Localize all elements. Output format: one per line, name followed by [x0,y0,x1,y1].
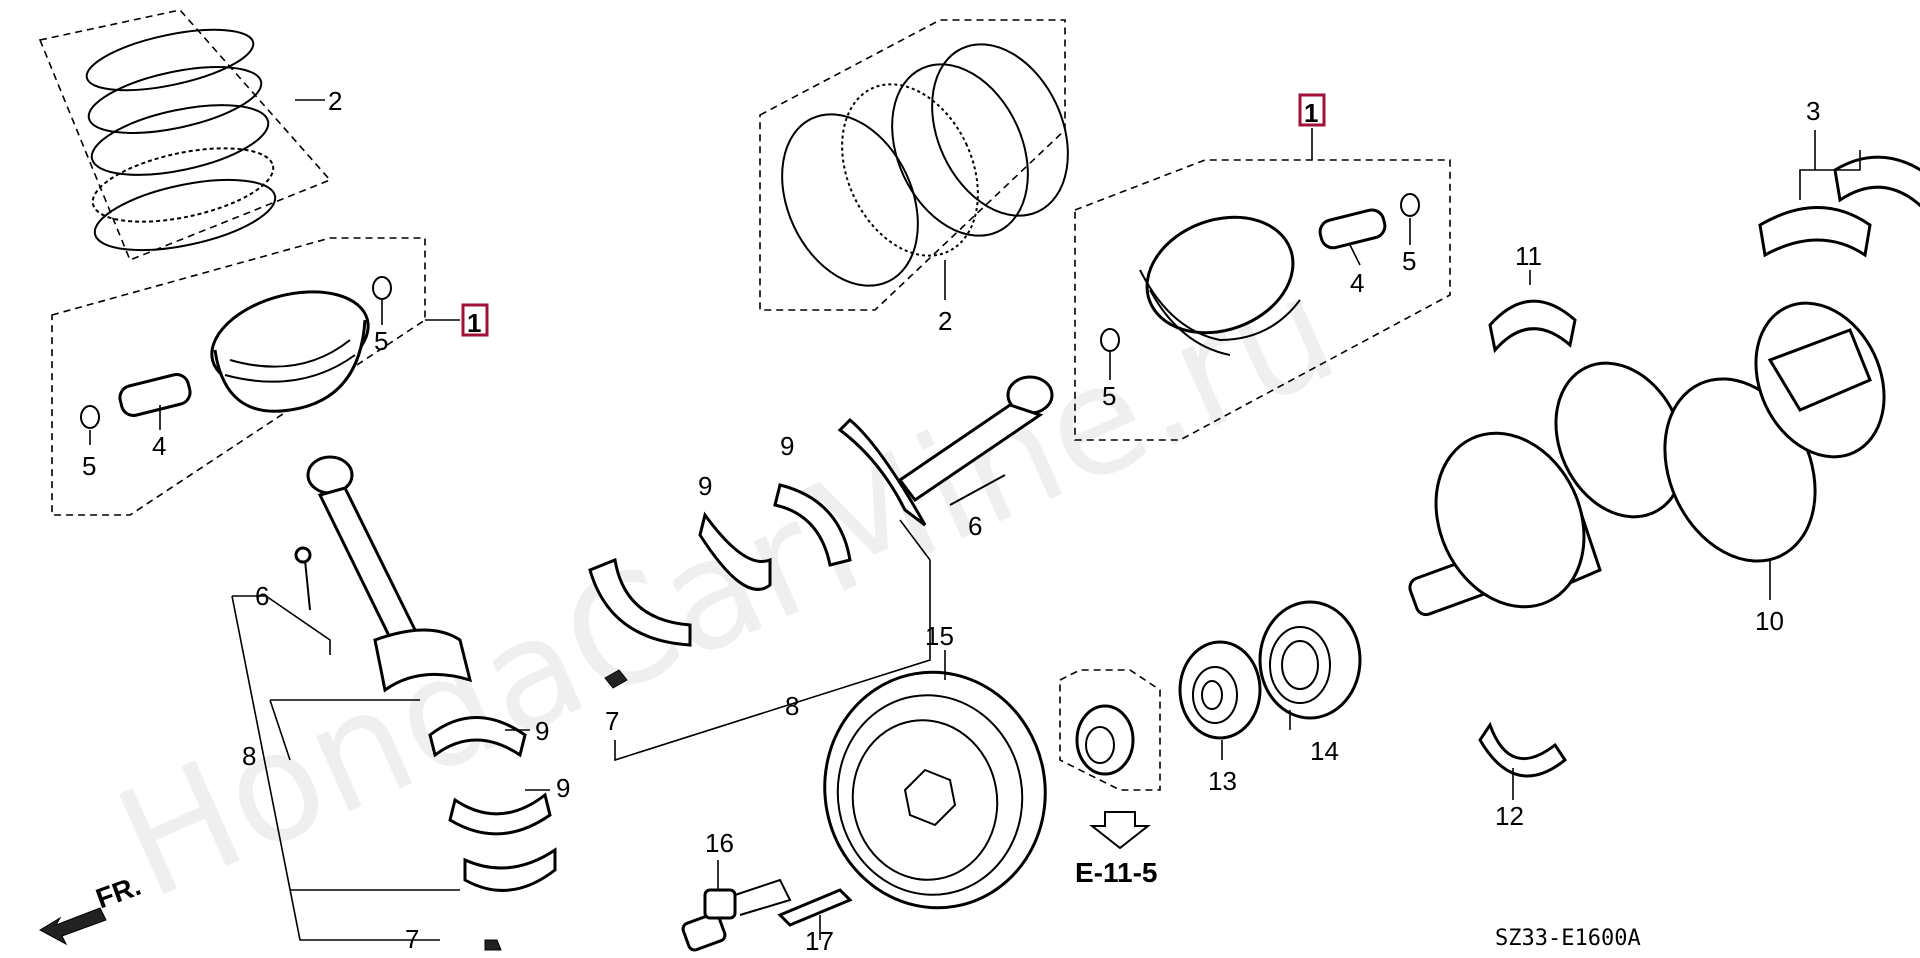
diagram-code: SZ33-E1600A [1495,926,1641,951]
callout-7-left[interactable]: 7 [405,924,419,954]
callout-8-center[interactable]: 8 [785,691,799,721]
callout-2-center[interactable]: 2 [938,306,952,336]
callout-15[interactable]: 15 [925,621,954,651]
callout-16[interactable]: 16 [705,828,734,858]
connecting-rod-left[interactable] [294,455,473,693]
main-bearing-shells[interactable] [1758,155,1920,258]
callout-3[interactable]: 3 [1806,96,1820,126]
callout-9-left-a[interactable]: 9 [535,716,549,746]
callout-9-center-b[interactable]: 9 [698,471,712,501]
pulley-bolt[interactable] [681,878,792,952]
callout-7-center[interactable]: 7 [605,706,619,736]
woodruff-key[interactable] [777,888,853,927]
callout-12[interactable]: 12 [1495,801,1524,831]
callout-5-left-upper[interactable]: 5 [374,326,388,356]
callout-17[interactable]: 17 [805,926,834,956]
callout-14[interactable]: 14 [1310,736,1339,766]
callout-8-left[interactable]: 8 [242,741,256,771]
bearing-shells-left[interactable] [428,716,557,951]
crankshaft[interactable] [1407,282,1908,631]
callout-4-left[interactable]: 4 [152,431,166,461]
reference-arrow-icon [1089,811,1151,850]
bearing-shells-center[interactable] [588,483,852,689]
callout-10[interactable]: 10 [1755,606,1784,636]
callout-6-left[interactable]: 6 [255,581,269,611]
connecting-rod-center[interactable] [837,375,1054,527]
piston-assembly-left[interactable] [51,237,426,516]
callout-9-center-a[interactable]: 9 [780,431,794,461]
piston-assembly-right[interactable] [1074,159,1451,441]
callout-1-right[interactable]: 1 [1304,98,1318,128]
thrust-bearing-lower[interactable] [1478,721,1568,778]
timing-belt-pulley[interactable] [1258,600,1362,720]
callout-4-right[interactable]: 4 [1350,268,1364,298]
callout-1-left[interactable]: 1 [467,308,481,338]
crankshaft-pulley[interactable] [806,655,1064,926]
piston-ring-set-left[interactable] [38,9,332,263]
front-label: FR. [92,870,145,915]
callout-5-right-lower[interactable]: 5 [1102,381,1116,411]
callout-6-center[interactable]: 6 [968,511,982,541]
callout-2-left[interactable]: 2 [328,86,342,116]
callout-11[interactable]: 11 [1515,241,1542,271]
callout-5-right-upper[interactable]: 5 [1402,246,1416,276]
piston-ring-set-center[interactable] [756,19,1094,311]
reference-part-box[interactable] [1059,669,1161,791]
thrust-bearing-upper[interactable] [1488,299,1577,354]
callout-5-left-lower[interactable]: 5 [82,451,96,481]
callout-13[interactable]: 13 [1208,766,1237,796]
callout-9-left-b[interactable]: 9 [556,773,570,803]
reference-label[interactable]: E-11-5 [1075,857,1158,888]
front-arrow-icon [38,907,107,946]
timing-belt-guide-plate[interactable] [1178,640,1262,740]
